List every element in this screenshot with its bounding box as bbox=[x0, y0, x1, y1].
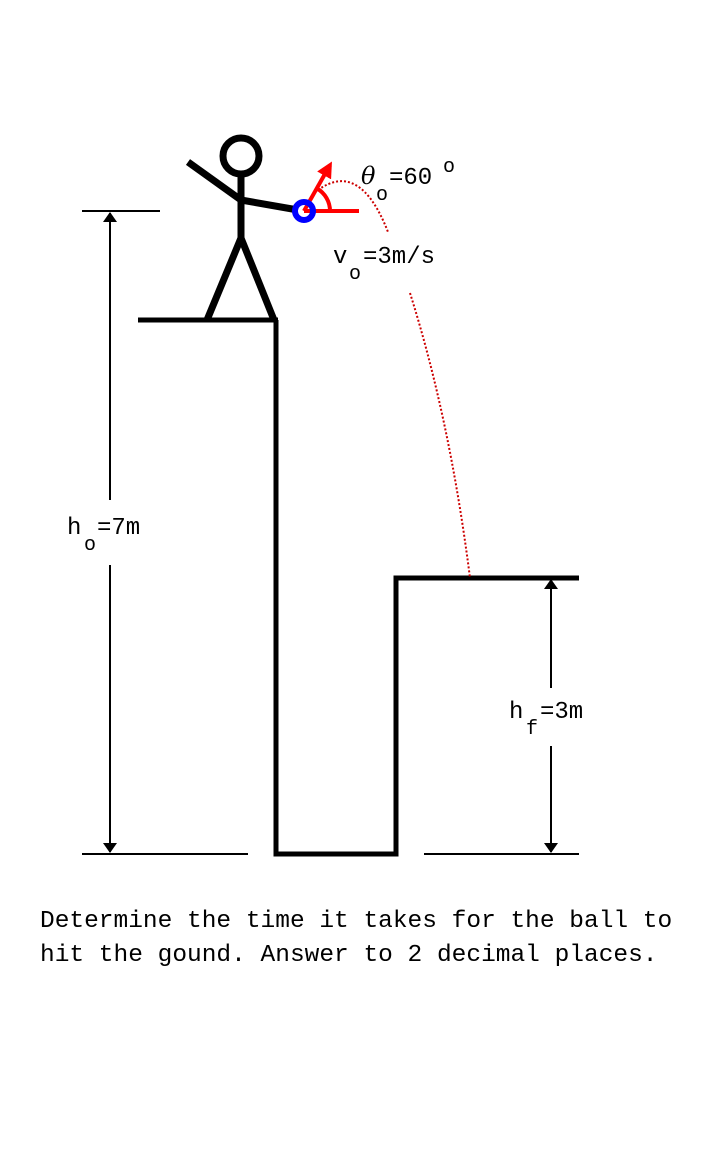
svg-text:o: o bbox=[84, 534, 96, 557]
velocity-label: v o =3m/s bbox=[333, 244, 435, 286]
svg-text:o: o bbox=[376, 184, 388, 207]
svg-text:=3m: =3m bbox=[540, 699, 583, 726]
final-height-label: h f =3m bbox=[509, 699, 583, 741]
angle-arc bbox=[315, 186, 332, 212]
terrain bbox=[138, 317, 579, 857]
stick-figure bbox=[185, 134, 299, 322]
svg-text:=7m: =7m bbox=[97, 515, 140, 542]
svg-text:v: v bbox=[333, 244, 347, 271]
svg-text:=60: =60 bbox=[389, 165, 432, 192]
svg-text:θ: θ bbox=[361, 162, 376, 190]
initial-height-label: h o =7m bbox=[67, 515, 140, 557]
trajectory-path bbox=[317, 180, 389, 233]
svg-text:f: f bbox=[526, 718, 538, 741]
pit-outline bbox=[273, 320, 579, 857]
svg-text:o: o bbox=[349, 263, 361, 286]
svg-text:h: h bbox=[67, 515, 81, 542]
trajectory-path-lower bbox=[409, 292, 471, 579]
ball bbox=[292, 199, 316, 223]
figure-head bbox=[219, 134, 263, 178]
question-text: Determine the time it takes for the ball… bbox=[40, 908, 673, 969]
angle-label: θ o =60 o bbox=[361, 156, 455, 207]
svg-text:o: o bbox=[443, 156, 455, 179]
svg-text:=3m/s: =3m/s bbox=[363, 244, 435, 271]
svg-text:h: h bbox=[509, 699, 523, 726]
